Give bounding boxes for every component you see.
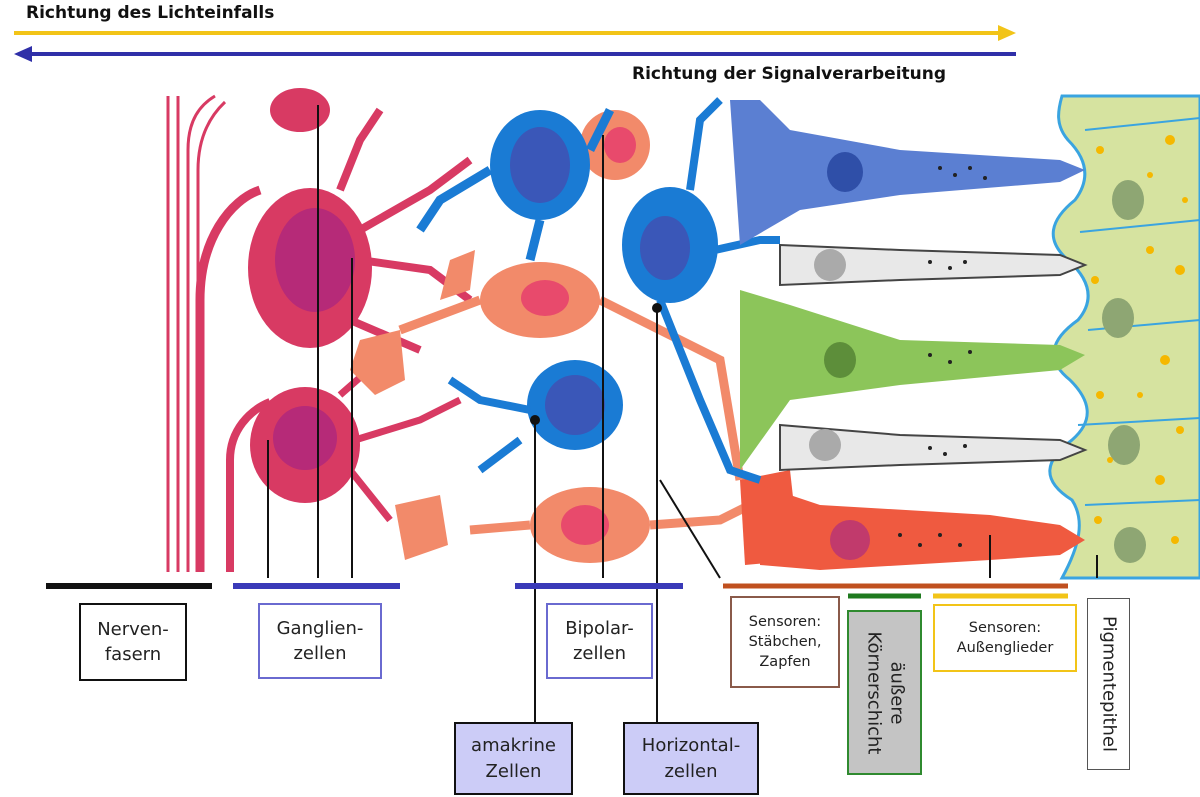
- label-amacrine-cells: amakrine Zellen: [454, 722, 573, 795]
- label-outer-nuclear-layer: äußere Körnerschicht: [847, 610, 922, 775]
- light-direction-label: Richtung des Lichteinfalls: [26, 3, 275, 23]
- nerve-fibers: [166, 94, 227, 572]
- label-ganglion-cells: Ganglien- zellen: [258, 603, 382, 679]
- ganglion-cells: [195, 88, 473, 572]
- outer-nuclear-layer-text: äußere Körnerschicht: [862, 631, 907, 754]
- label-pigment-epithelium: Pigmentepithel: [1087, 598, 1130, 770]
- signal-direction-label: Richtung der Signalverarbeitung: [632, 64, 947, 84]
- label-sensors-outer-segments: Sensoren: Außenglieder: [933, 604, 1077, 672]
- light-direction-arrow: [14, 25, 1016, 41]
- signal-direction-arrow: [14, 46, 1016, 62]
- pointer-lines: [267, 105, 1098, 722]
- layer-bars: [46, 583, 1068, 599]
- label-nerve-fibers: Nerven- fasern: [79, 603, 187, 681]
- photoreceptors: [730, 100, 1088, 570]
- pigment-epithelium: [1048, 94, 1200, 580]
- bipolar-cells: [416, 97, 780, 484]
- pigment-epithelium-text: Pigmentepithel: [1098, 615, 1120, 753]
- label-bipolar-cells: Bipolar- zellen: [546, 603, 653, 679]
- label-horizontal-cells: Horizontal- zellen: [623, 722, 759, 795]
- label-sensors-rods-cones: Sensoren: Stäbchen, Zapfen: [730, 596, 840, 688]
